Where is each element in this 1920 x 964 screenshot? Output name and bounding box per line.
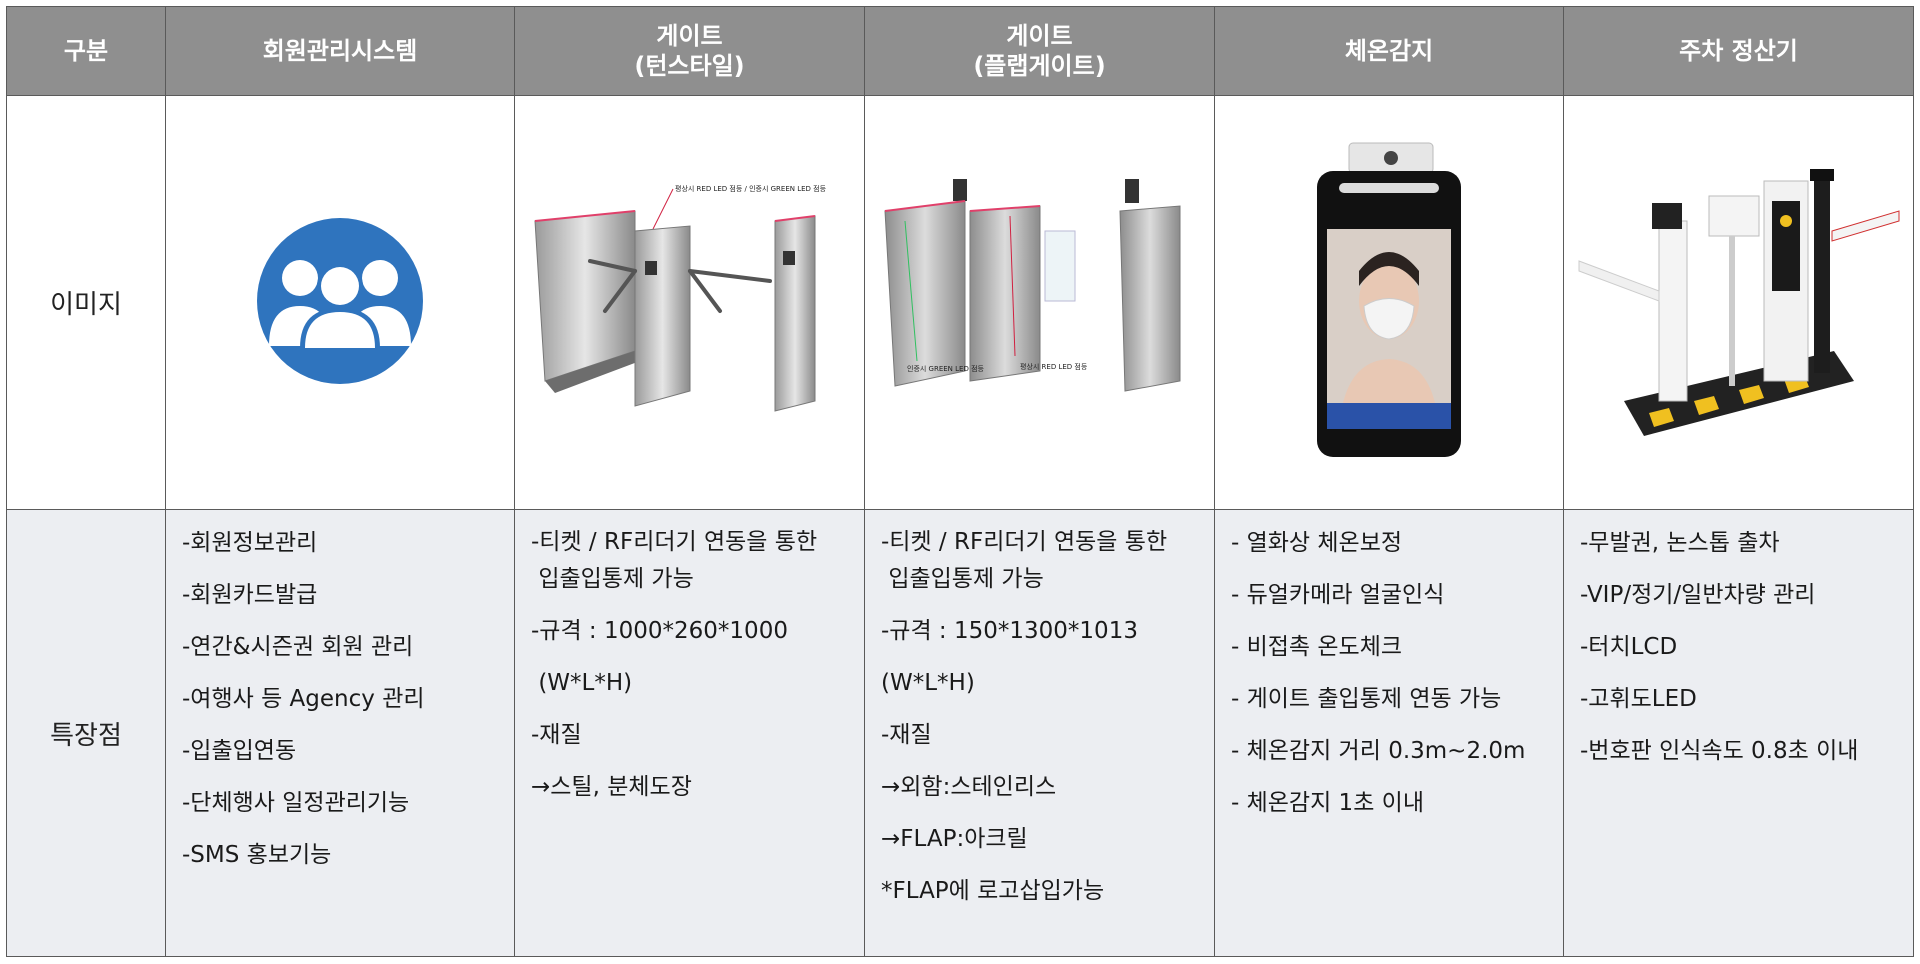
temperature-feature-list: - 열화상 체온보정 - 듀얼카메라 얼굴인식 - 비접촉 온도체크 - 게이트 출입… [1215,510,1563,822]
header-turnstile-gate: 게이트(턴스타일) [514,6,865,96]
turnstile-led-annotation: 평상시 RED LED 점등 / 인증시 GREEN LED 점등 [675,184,827,193]
feature-item: -번호판 인식속도 0.8초 이내 [1580,738,1859,764]
feature-row: 특장점 -회원정보관리 -회원카드발급 -연간&시즌권 회원 관리 -여행사 등 Ag… [6,509,1914,957]
flap-red-annotation: 평상시 RED LED 점등 [1020,362,1088,371]
parking-image-cell [1563,95,1914,510]
comparison-table: 구분 회원관리시스템 게이트(턴스타일) 게이트(플랩게이트) 체온감지 주차 … [6,6,1914,957]
parking-kiosk-image [1578,168,1899,436]
member-features-cell: -회원정보관리 -회원카드발급 -연간&시즌권 회원 관리 -여행사 등 Agency… [165,509,515,957]
member-system-image-cell [165,95,515,510]
feature-item: - 게이트 출입통제 연동 가능 [1231,686,1502,712]
thermal-face-scanner-image [1317,142,1461,457]
header-member-system: 회원관리시스템 [165,6,515,96]
feature-item: -입출입연동 [182,738,297,764]
feature-item: (W*L*H) [881,670,975,696]
parking-features-cell: -무발권, 논스톱 출차 -VIP/정기/일반차량 관리 -터치LCD -고휘도LED… [1563,509,1914,957]
feature-item: - 체온감지 1초 이내 [1231,790,1424,816]
flap-gate-image-cell: 인증시 GREEN LED 점등 평상시 RED LED 점등 [864,95,1215,510]
flap-gate-image: 인증시 GREEN LED 점등 평상시 RED LED 점등 [883,178,1180,392]
member-feature-list: -회원정보관리 -회원카드발급 -연간&시즌권 회원 관리 -여행사 등 Agency… [166,510,514,874]
image-row-label: 이미지 [6,95,166,510]
feature-item: -회원정보관리 [182,530,318,556]
turnstile-feature-list: -티켓 / RF리더기 연동을 통한 입출입통제 가능 -규격 : 1000*26… [515,510,864,806]
flap-feature-list: -티켓 / RF리더기 연동을 통한 입출입통제 가능 -규격 : 150*130… [865,510,1214,910]
feature-item: -SMS 홍보기능 [182,842,332,868]
feature-item: -회원카드발급 [182,582,318,608]
feature-item: -터치LCD [1580,634,1678,660]
feature-item: -티켓 / RF리더기 연동을 통한 입출입통제 가능 [881,529,1168,592]
feature-item: - 열화상 체온보정 [1231,530,1403,556]
feature-item: (W*L*H) [531,670,633,696]
feature-item: -단체행사 일정관리기능 [182,790,410,816]
feature-item: -재질 [881,722,932,748]
feature-item: -티켓 / RF리더기 연동을 통한 입출입통제 가능 [531,529,818,592]
feature-row-label: 특장점 [6,509,166,957]
feature-item: →FLAP:아크릴 [881,826,1028,852]
image-row: 이미지 [6,95,1914,510]
feature-item: -규격 : 150*1300*1013 [881,618,1138,644]
feature-item: -VIP/정기/일반차량 관리 [1580,582,1816,608]
header-category: 구분 [6,6,166,96]
turnstile-features-cell: -티켓 / RF리더기 연동을 통한 입출입통제 가능 -규격 : 1000*26… [514,509,865,957]
header-row: 구분 회원관리시스템 게이트(턴스타일) 게이트(플랩게이트) 체온감지 주차 … [6,6,1914,96]
turnstile-gate-image: 평상시 RED LED 점등 / 인증시 GREEN LED 점등 [533,184,827,412]
feature-item: -규격 : 1000*260*1000 [531,618,788,644]
feature-item: -재질 [531,722,582,748]
flap-green-annotation: 인증시 GREEN LED 점등 [907,364,985,373]
parking-feature-list: -무발권, 논스톱 출차 -VIP/정기/일반차량 관리 -터치LCD -고휘도LED… [1564,510,1913,770]
feature-item: -여행사 등 Agency 관리 [182,686,425,712]
header-flap-gate: 게이트(플랩게이트) [864,6,1215,96]
feature-item: -무발권, 논스톱 출차 [1580,530,1780,556]
feature-item: - 비접촉 온도체크 [1231,634,1403,660]
turnstile-image-cell: 평상시 RED LED 점등 / 인증시 GREEN LED 점등 [514,95,865,510]
temperature-image-cell [1214,95,1564,510]
feature-item: - 체온감지 거리 0.3m~2.0m [1231,738,1526,764]
feature-item: *FLAP에 로고삽입가능 [881,878,1105,904]
feature-item: -고휘도LED [1580,686,1697,712]
feature-item: - 듀얼카메라 얼굴인식 [1231,582,1445,608]
temperature-features-cell: - 열화상 체온보정 - 듀얼카메라 얼굴인식 - 비접촉 온도체크 - 게이트 출입… [1214,509,1564,957]
member-group-icon [257,217,423,384]
header-parking: 주차 정산기 [1563,6,1914,96]
header-temperature: 체온감지 [1214,6,1564,96]
feature-item: →스틸, 분체도장 [531,774,692,800]
flap-features-cell: -티켓 / RF리더기 연동을 통한 입출입통제 가능 -규격 : 150*130… [864,509,1215,957]
feature-item: -연간&시즌권 회원 관리 [182,634,414,660]
feature-item: →외함:스테인리스 [881,774,1057,800]
